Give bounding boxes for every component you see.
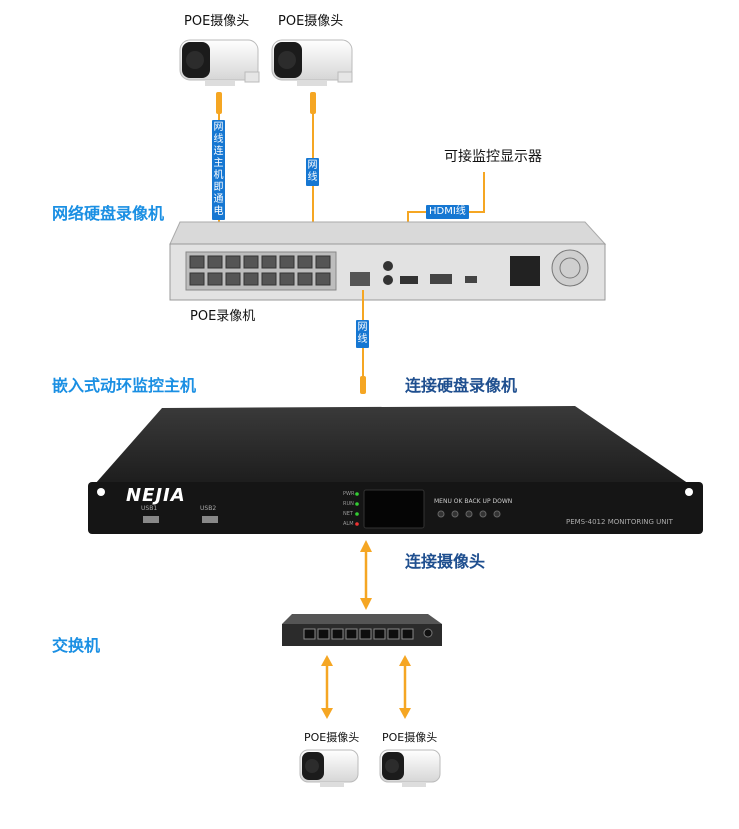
led-label-pwr: PWR	[343, 491, 355, 497]
nvr-port	[189, 255, 205, 269]
host-button-menu	[437, 510, 445, 518]
label-poe-camera-bottom-left: POE摄像头	[304, 731, 360, 744]
camera-bottom-left	[299, 749, 359, 787]
nvr-port	[243, 255, 259, 269]
host-led-labels: PWR RUN NET ALM	[343, 489, 354, 529]
nvr-port	[279, 255, 295, 269]
switch-port-6x	[331, 628, 344, 640]
host-led-alm	[355, 522, 359, 526]
tag-hdmi-cable: HDMI线	[426, 205, 469, 219]
host-button-labels: MENU OK BACK UP DOWN	[434, 498, 512, 505]
host-button-back	[465, 510, 473, 518]
label-poe-recorder: POE录像机	[190, 309, 256, 324]
host-model-label: PEMS-4012 MONITORING UNIT	[566, 518, 673, 526]
tag-cable-top: 网线	[306, 158, 319, 186]
nvr-port	[243, 272, 259, 286]
label-switch: 交换机	[52, 636, 101, 655]
button-label-menu: MENU	[434, 498, 452, 505]
camera-top-left	[179, 39, 260, 86]
nvr-port	[261, 255, 277, 269]
button-label-back: BACK	[464, 498, 481, 505]
switch-port-7x	[317, 628, 330, 640]
host-button-up	[479, 510, 487, 518]
nvr-port	[315, 255, 331, 269]
label-connect-camera: 连接摄像头	[405, 552, 486, 571]
led-label-net: NET	[343, 511, 353, 517]
host-brand-logo: ΝEJIA	[126, 485, 186, 506]
led-label-alm: ALM	[343, 521, 354, 527]
switch-port-3x	[373, 628, 386, 640]
label-can-connect-monitor: 可接监控显示器	[444, 149, 542, 165]
nvr-port	[315, 272, 331, 286]
camera-bottom-right	[379, 749, 441, 787]
nvr-port	[207, 272, 223, 286]
host-button-down	[493, 510, 501, 518]
host-usb2-label: USB2	[200, 505, 217, 512]
switch-port-8x	[303, 628, 316, 640]
nvr-port	[297, 272, 313, 286]
label-embedded-host: 嵌入式动环监控主机	[52, 376, 197, 395]
host-led-run	[355, 502, 359, 506]
nvr-port	[279, 272, 295, 286]
button-label-up: UP	[482, 498, 491, 505]
nvr-port	[261, 272, 277, 286]
tag-cable-middle: 网线	[356, 320, 369, 348]
label-poe-camera-top-right: POE摄像头	[278, 14, 344, 29]
switch-port-1x	[401, 628, 414, 640]
tag-cable-power-text: 网线连主机即通电	[213, 122, 224, 217]
tag-cable-power: 网线连主机即通电	[212, 120, 225, 220]
arrow-switch-camera-left	[321, 655, 333, 719]
nvr-port	[297, 255, 313, 269]
switch-port-4x	[359, 628, 372, 640]
nvr-port	[207, 255, 223, 269]
camera-top-right	[271, 39, 353, 86]
host-button-ok	[451, 510, 459, 518]
nvr-device	[169, 221, 607, 301]
arrow-switch-camera-right	[399, 655, 411, 719]
monitoring-host	[88, 406, 703, 534]
led-label-run: RUN	[343, 501, 354, 507]
host-led-net	[355, 512, 359, 516]
tag-cable-top-text: 网线	[307, 160, 318, 183]
label-connect-nvr: 连接硬盘录像机	[405, 376, 518, 395]
label-network-nvr: 网络硬盘录像机	[52, 204, 165, 223]
nvr-port	[225, 272, 241, 286]
nvr-port	[189, 272, 205, 286]
host-usb1-label: USB1	[141, 505, 158, 512]
button-label-down: DOWN	[492, 498, 513, 505]
nvr-port	[225, 255, 241, 269]
label-poe-camera-bottom-right: POE摄像头	[382, 731, 438, 744]
host-led-pwr	[355, 492, 359, 496]
switch-port-2x	[387, 628, 400, 640]
switch-port-5x	[345, 628, 358, 640]
tag-cable-middle-text: 网线	[357, 322, 368, 345]
label-poe-camera-top-left: POE摄像头	[184, 14, 250, 29]
arrow-host-switch	[360, 540, 372, 610]
network-switch	[282, 614, 442, 646]
button-label-ok: OK	[453, 498, 463, 505]
